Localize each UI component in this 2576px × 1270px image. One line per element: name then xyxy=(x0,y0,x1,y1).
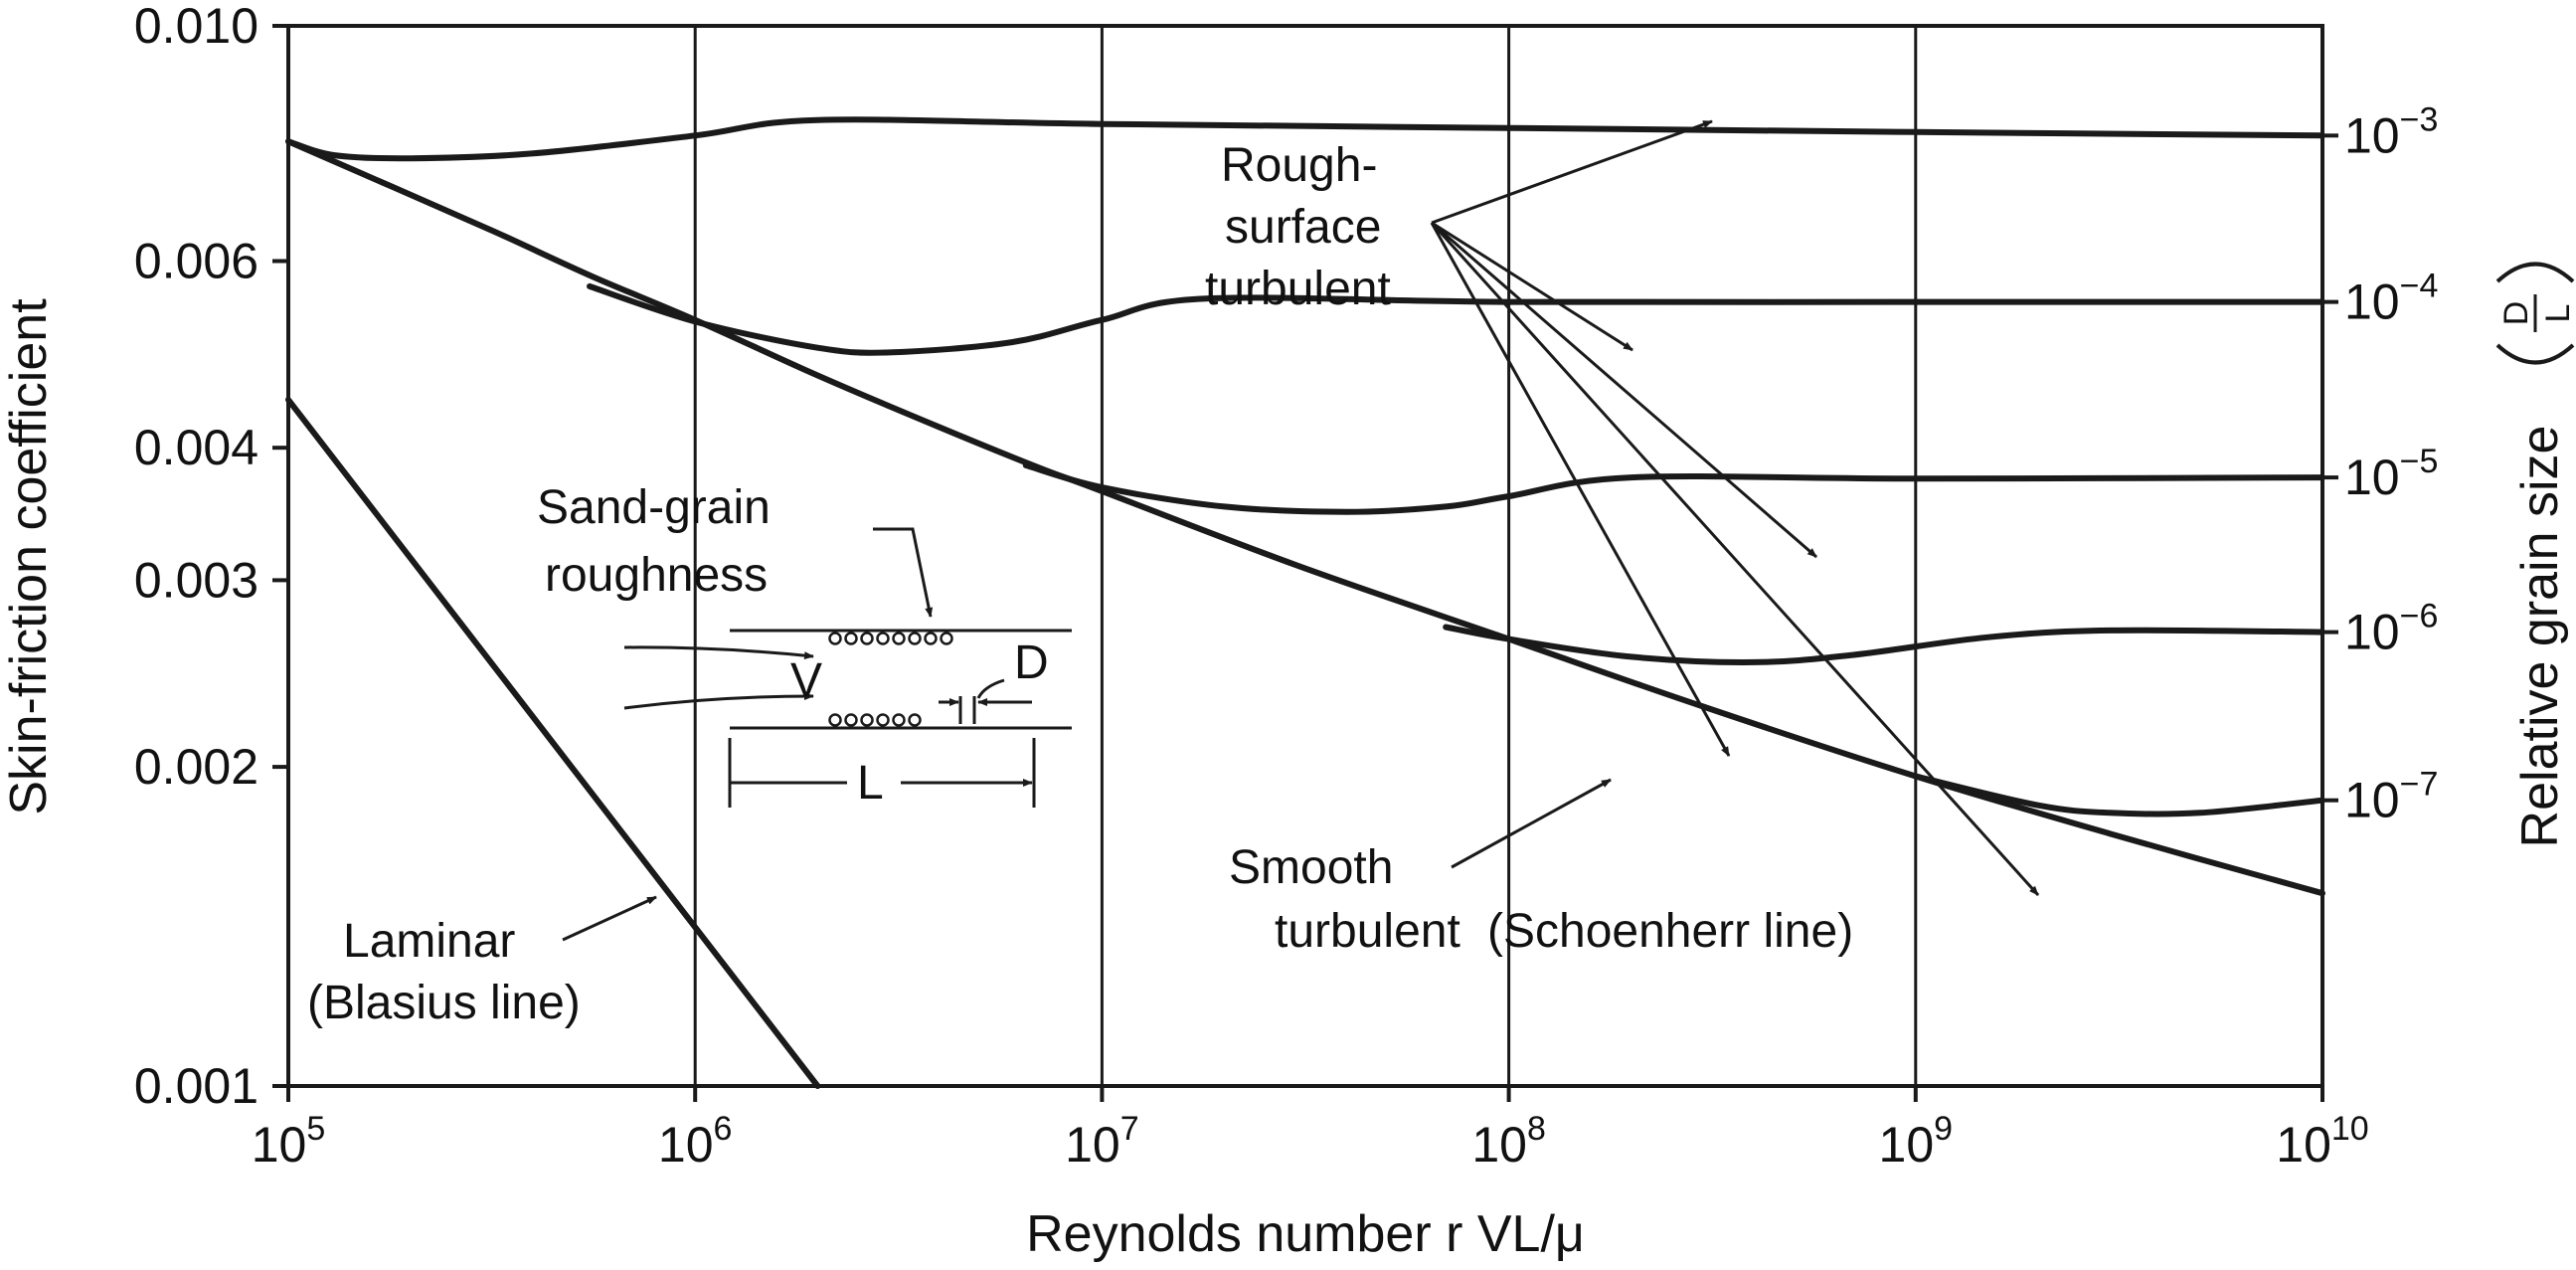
plot-frame xyxy=(286,24,2324,1088)
laminar-annotation: Laminar (Blasius line) xyxy=(307,895,657,1029)
rough-curve-10em6 xyxy=(1443,624,2325,665)
rough-arrow-1e-3 xyxy=(1431,119,1713,225)
sand-grain xyxy=(892,713,906,727)
y2-fraction-denominator: L xyxy=(2539,304,2576,323)
inset-v-label: V xyxy=(790,654,822,707)
x-tick-label: 109 xyxy=(1879,1110,1954,1173)
grain-size-label: 10−7 xyxy=(2344,766,2438,828)
curves xyxy=(285,116,2325,1089)
inset-l-label: L xyxy=(857,757,884,810)
x-axis-label: Reynolds number r VL/μ xyxy=(1026,1205,1585,1263)
rough-curve-10em7 xyxy=(1912,773,2325,817)
x-tick-label: 106 xyxy=(658,1110,733,1173)
sand-leader-arrow xyxy=(873,527,934,618)
y2-fraction-right-paren xyxy=(2495,262,2575,283)
y-tick-label: 0.010 xyxy=(134,0,258,54)
sand-grain xyxy=(908,713,922,727)
sand-grain xyxy=(860,632,874,645)
smooth-label-line-2: turbulent xyxy=(1275,905,1460,958)
sand-grain xyxy=(876,713,890,727)
rough-arrow-1e-6 xyxy=(1430,222,1731,757)
sand-grain xyxy=(940,632,953,645)
sand-grain-inset: Sand-grain roughness V D L xyxy=(537,481,1072,810)
rough-curve-10em3 xyxy=(285,116,2325,162)
y2-axis-label: Relative grain size D L xyxy=(2495,262,2576,848)
sand-grain xyxy=(844,632,858,645)
y2-fraction-numerator: D xyxy=(2497,301,2535,326)
sand-grain xyxy=(908,632,922,645)
schoenherr-label: (Schoenherr line) xyxy=(1487,905,1853,958)
inset-d-leader xyxy=(976,678,1005,699)
y-tick-label: 0.003 xyxy=(134,552,258,608)
y2-fraction-left-paren xyxy=(2495,343,2575,365)
grain-size-label: 10−6 xyxy=(2344,598,2438,660)
rough-label-line-3: turbulent xyxy=(1205,263,1391,315)
y-axis-label: Skin-friction coefficient xyxy=(0,298,58,816)
rough-curve-10em5 xyxy=(1022,461,2325,515)
sand-grain xyxy=(876,632,890,645)
rough-arrow-1e-7 xyxy=(1430,221,2040,897)
grain-size-label: 10−3 xyxy=(2344,100,2438,163)
rough-label-line-2: surface xyxy=(1225,201,1381,254)
sand-grain xyxy=(828,713,842,727)
y-tick-label: 0.002 xyxy=(134,739,258,795)
rough-arrow-1e-5 xyxy=(1431,221,1817,559)
sand-grain xyxy=(924,632,938,645)
laminar-label-line-1: Laminar xyxy=(343,915,515,968)
smooth-turbulent-annotation: Smooth turbulent (Schoenherr line) xyxy=(1229,778,1853,958)
sand-label-line-2: roughness xyxy=(545,549,768,602)
smooth-arrow xyxy=(1451,778,1612,869)
y2-axis-title: Relative grain size xyxy=(2511,426,2569,848)
vertical-gridlines xyxy=(693,26,1918,1086)
x-tick-label: 108 xyxy=(1471,1110,1546,1173)
sand-grain xyxy=(860,713,874,727)
laminar-label-line-2: (Blasius line) xyxy=(307,977,581,1029)
y-tick-label: 0.006 xyxy=(134,233,258,288)
sand-grain xyxy=(844,713,858,727)
rough-arrow-1e-4 xyxy=(1431,221,1633,352)
sand-grain xyxy=(828,632,842,645)
grain-size-label: 10−5 xyxy=(2344,443,2438,505)
laminar-curve xyxy=(285,396,821,1089)
inset-flow-arrow-upper xyxy=(623,645,814,660)
rough-curve-10em4 xyxy=(587,282,2325,356)
laminar-arrow xyxy=(562,895,657,942)
axis-ticks: 105 106 107 108 109 1010 0.010 0.006 0.004 0.003 0… xyxy=(134,0,2439,1173)
sand-label-line-1: Sand-grain xyxy=(537,481,771,534)
x-tick-label: 1010 xyxy=(2276,1110,2368,1173)
sand-grain xyxy=(892,632,906,645)
rough-label-line-1: Rough- xyxy=(1221,139,1377,192)
y-tick-label: 0.004 xyxy=(134,420,258,475)
inset-flow-arrow-lower xyxy=(623,692,814,710)
x-tick-label: 107 xyxy=(1065,1110,1139,1173)
y-tick-label: 0.001 xyxy=(134,1058,258,1114)
grain-size-label: 10−4 xyxy=(2344,268,2438,330)
rough-surface-annotation: Rough- surface turbulent xyxy=(1205,119,2040,897)
inset-grains xyxy=(828,632,953,727)
inset-d-label: D xyxy=(1014,636,1049,689)
x-tick-label: 105 xyxy=(252,1110,326,1173)
smooth-label-line-1: Smooth xyxy=(1229,841,1393,894)
